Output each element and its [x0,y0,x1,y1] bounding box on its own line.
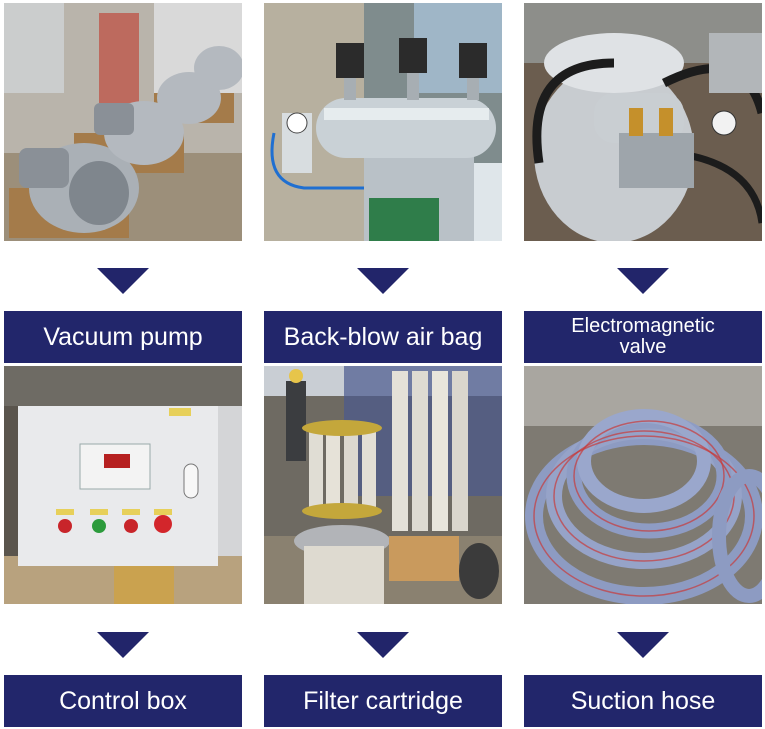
back-blow-air-bag-photo [264,3,502,241]
electromagnetic-valve-photo [524,3,762,241]
suction-hose-photo [524,366,762,604]
item-label: Filter cartridge [264,675,502,727]
item-label: Back-blow air bag [264,311,502,363]
item-label: Electromagnetic valve [524,311,762,363]
control-box-photo [4,366,242,604]
down-arrow-icon [97,632,149,658]
down-arrow-icon [357,632,409,658]
down-arrow-icon [357,268,409,294]
down-arrow-icon [617,268,669,294]
vacuum-pump-photo [4,3,242,241]
filter-cartridge-photo [264,366,502,604]
down-arrow-icon [617,632,669,658]
item-label: Suction hose [524,675,762,727]
item-label: Vacuum pump [4,311,242,363]
item-label: Control box [4,675,242,727]
down-arrow-icon [97,268,149,294]
